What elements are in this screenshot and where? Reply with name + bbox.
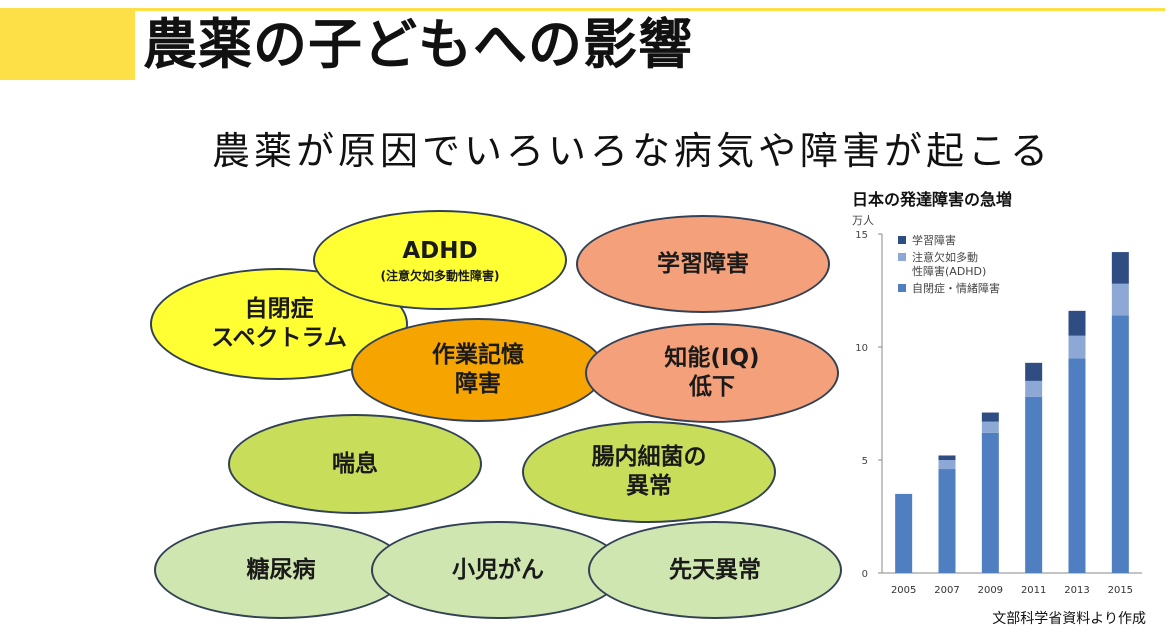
legend-entry: 自閉症・情緒障害: [912, 281, 1000, 295]
condition-diabetes: 糖尿病: [154, 521, 408, 619]
y-tick-label: 10: [855, 343, 868, 354]
legend-entry: 学習障害: [912, 233, 956, 247]
condition-label: 喘息: [332, 450, 378, 477]
x-tick-label: 2013: [1064, 585, 1089, 596]
legend-entry: 性障害(ADHD): [912, 264, 986, 278]
bar-2013-series-1: [1068, 335, 1086, 359]
condition-cancer: 小児がん: [371, 521, 625, 619]
bar-2011-series-1: [1025, 380, 1043, 397]
condition-gut: 腸内細菌の 異常: [522, 421, 776, 523]
bar-2015-series-0: [1111, 315, 1129, 573]
bar-2005-series-0: [895, 493, 913, 573]
legend-swatch: [898, 236, 906, 244]
y-tick-label: 0: [862, 569, 868, 580]
condition-label: 先天異常: [669, 556, 761, 583]
bar-2009-series-2: [981, 412, 999, 422]
title-accent-bar: [0, 8, 135, 80]
condition-iq: 知能(IQ) 低下: [585, 323, 839, 423]
condition-label: 小児がん: [452, 556, 544, 583]
bar-2007-series-0: [938, 469, 956, 573]
x-tick-label: 2015: [1108, 585, 1133, 596]
x-tick-label: 2011: [1021, 585, 1046, 596]
x-tick-label: 2005: [891, 585, 916, 596]
condition-label: 学習障害: [657, 250, 749, 277]
bar-2009-series-0: [981, 432, 999, 573]
y-tick-label: 5: [862, 456, 868, 467]
x-tick-label: 2007: [934, 585, 959, 596]
legend-swatch: [898, 253, 906, 261]
y-tick-label: 15: [855, 230, 868, 241]
y-axis-unit: 万人: [852, 214, 874, 227]
title-underline: [135, 8, 1165, 11]
page-title: 農薬の子どもへの影響: [143, 13, 693, 76]
condition-label: ADHD: [402, 237, 478, 264]
source-note: 文部科学省資料より作成: [992, 611, 1146, 627]
condition-label: 作業記憶 障害: [432, 342, 524, 397]
bar-2007-series-1: [938, 460, 956, 470]
legend-swatch: [898, 284, 906, 292]
bar-2011-series-2: [1025, 362, 1043, 381]
condition-congenital: 先天異常: [588, 521, 842, 619]
bar-2013-series-2: [1068, 310, 1086, 336]
chart-title: 日本の発達障害の急増: [852, 190, 1013, 209]
bar-2009-series-1: [981, 421, 999, 433]
condition-sublabel: (注意欠如多動性障害): [380, 268, 500, 283]
condition-learning: 学習障害: [576, 215, 830, 313]
bar-2013-series-0: [1068, 358, 1086, 573]
page-subtitle: 農薬が原因でいろいろな病気や障害が起こる: [212, 129, 1053, 173]
condition-label: 腸内細菌の 異常: [591, 444, 707, 499]
condition-label: 自閉症 スペクトラム: [211, 296, 347, 351]
condition-label: 知能(IQ) 低下: [664, 345, 760, 400]
bar-2011-series-0: [1025, 396, 1043, 573]
bar-2015-series-2: [1111, 252, 1129, 284]
bar-2015-series-1: [1111, 283, 1129, 316]
x-tick-label: 2009: [978, 585, 1003, 596]
legend-entry: 注意欠如多動: [912, 250, 978, 264]
condition-asthma: 喘息: [228, 414, 482, 514]
condition-adhd: ADHD (注意欠如多動性障害): [313, 210, 567, 310]
bar-2007-series-2: [938, 455, 956, 460]
condition-label: 糖尿病: [246, 556, 316, 583]
condition-working-memory: 作業記憶 障害: [351, 318, 605, 422]
